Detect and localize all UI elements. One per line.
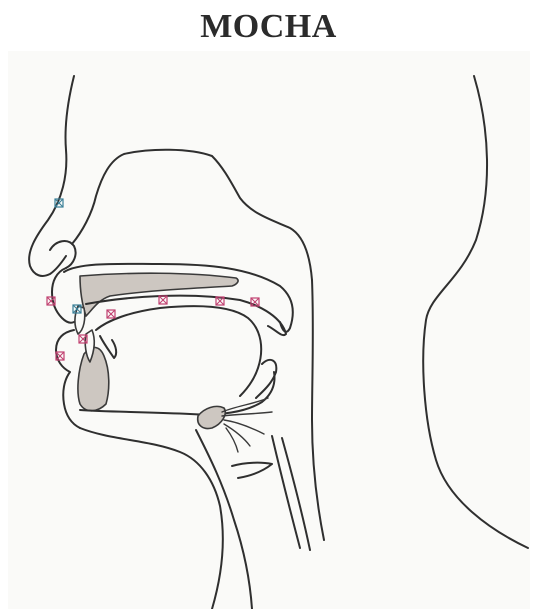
nostril-outline [50, 241, 76, 268]
lower-lip-outline [56, 330, 80, 428]
sensor-tongue-blade-marker [159, 296, 167, 304]
larynx-anterior-outline [196, 430, 252, 609]
face-profile-outline [29, 76, 74, 276]
larynx-ventricle-outline [232, 463, 272, 478]
hyoid-bone [198, 406, 226, 428]
hard-palate-bone [80, 273, 238, 316]
mandible-bone [78, 347, 109, 410]
upper-lip-outline [52, 268, 74, 323]
back-of-head-outline [423, 76, 528, 548]
sensor-tongue-tip-marker [107, 310, 115, 318]
chin-throat-outline [80, 428, 223, 609]
tongue-surface-outline [96, 306, 261, 396]
nasal-cavity-outline [72, 150, 312, 280]
diagram-title: MOCHA [0, 6, 537, 48]
vocal-tract-diagram [8, 51, 530, 609]
laryngeal-folds [222, 398, 272, 452]
pharynx-wall-outline [312, 280, 324, 540]
midsagittal-panel [8, 51, 530, 609]
